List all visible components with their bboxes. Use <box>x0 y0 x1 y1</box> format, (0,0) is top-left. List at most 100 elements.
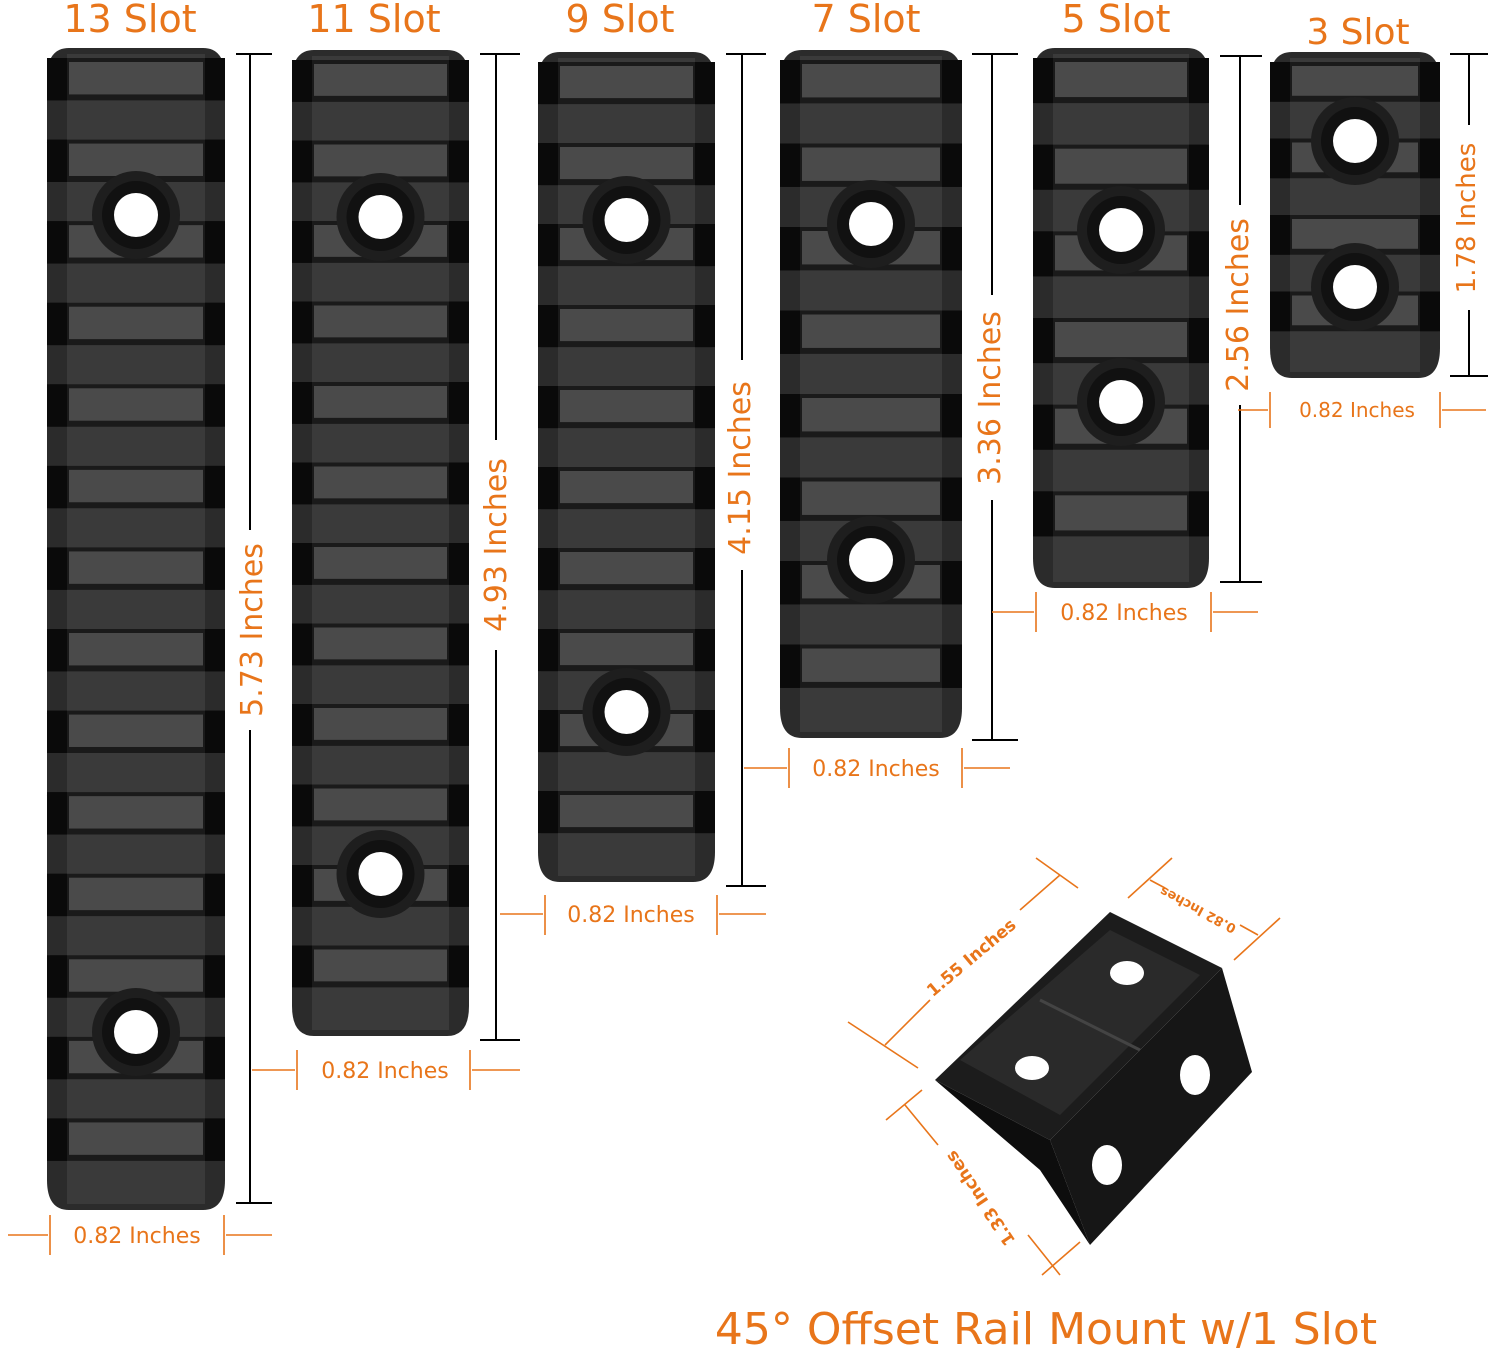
rail-lug-edge <box>292 221 312 263</box>
rail-lug-edge <box>695 305 715 348</box>
rail-lug-edge <box>942 477 962 521</box>
rail-lug-face <box>802 481 940 515</box>
rail-lug-edge <box>695 62 715 105</box>
rail-lug-edge <box>47 547 67 590</box>
rail-lug-edge <box>205 465 225 509</box>
rail-lug-edge <box>205 792 225 835</box>
rail-lug-face <box>560 390 693 423</box>
rail-lug-face <box>314 627 447 660</box>
rail-lug-edge <box>47 873 67 917</box>
rail-lug-edge <box>1189 58 1209 104</box>
rail-lug-edge <box>205 221 225 264</box>
rail-lug-face <box>69 143 203 176</box>
rail-lug-face <box>1055 148 1187 184</box>
rail-lug-face <box>69 1122 203 1155</box>
rail-lug-edge <box>47 384 67 427</box>
rail-lug-edge <box>1033 231 1053 277</box>
mount-hole <box>1099 380 1143 424</box>
rail-lug-face <box>69 551 203 584</box>
rail-title: 11 Slot <box>307 0 440 41</box>
rail-lug-edge <box>292 865 312 907</box>
rail-lug-edge <box>1033 404 1053 450</box>
rail-lug-edge <box>1033 144 1053 190</box>
rail-lug-edge <box>695 386 715 429</box>
rail-lug-edge <box>47 58 67 101</box>
rail-lug-edge <box>1270 215 1290 255</box>
rail-lug-edge <box>942 60 962 104</box>
mount-hole <box>604 690 649 734</box>
rail-lug-edge <box>1420 138 1440 179</box>
rail-lug-face <box>560 633 693 666</box>
rail-lug-edge <box>47 302 67 346</box>
rail-lug-edge <box>780 227 800 271</box>
rail-lug-edge <box>942 310 962 354</box>
rail-lug-edge <box>538 386 558 429</box>
rail-lug-edge <box>47 629 67 672</box>
rail-lug-edge <box>292 945 312 988</box>
rail-body <box>780 50 962 738</box>
rail-length-label: 1.78 Inches <box>1452 143 1482 294</box>
rail-body <box>292 50 469 1036</box>
rail-lug-edge <box>780 60 800 104</box>
rail-lug-edge <box>449 704 469 746</box>
rail-9-slot: 9 Slot 4.15 Inches 0.82 Inches <box>500 0 766 935</box>
rail-lug-edge <box>1189 318 1209 364</box>
rail-lug-edge <box>292 140 312 183</box>
rail-lug-face <box>314 547 447 579</box>
rail-lug-edge <box>292 462 312 505</box>
rail-title: 13 Slot <box>63 0 196 41</box>
rail-width-label: 0.82 Inches <box>73 1224 200 1249</box>
rail-lug-face <box>69 633 203 666</box>
rail-lug-face <box>1055 62 1187 98</box>
rail-lug-edge <box>695 224 715 267</box>
offset-rail-mount: 1.55 Inches 0.82 Inches 1.33 Inches 45° … <box>715 857 1377 1353</box>
rail-lug-face <box>1055 495 1187 531</box>
rail-lug-edge <box>1420 291 1440 332</box>
mount-hole <box>358 852 403 896</box>
rail-lug-edge <box>538 143 558 186</box>
rail-lug-edge <box>538 710 558 753</box>
rail-length-label: 5.73 Inches <box>235 543 270 717</box>
rail-lug-face <box>802 314 940 348</box>
rail-lug-face <box>69 469 203 503</box>
rail-lug-edge <box>47 1118 67 1161</box>
rail-lug-edge <box>538 467 558 510</box>
rail-lug-edge <box>47 1036 67 1080</box>
mount-hole <box>1333 119 1377 163</box>
rail-lug-edge <box>942 227 962 271</box>
rail-lug-edge <box>449 140 469 183</box>
rail-lug-edge <box>205 139 225 182</box>
rail-lug-edge <box>695 548 715 591</box>
rail-lug-edge <box>1189 491 1209 537</box>
rail-lug-edge <box>1270 138 1290 179</box>
rail-title: 7 Slot <box>811 0 920 41</box>
rail-5-slot: 5 Slot 2.56 Inches 0.82 Inches <box>992 0 1262 632</box>
rail-lug-edge <box>205 1118 225 1161</box>
rail-lug-edge <box>538 629 558 672</box>
rail-width-label: 0.82 Inches <box>321 1059 448 1084</box>
rail-body <box>538 52 715 882</box>
mount-hole <box>358 195 403 239</box>
offset-mount-title: 45° Offset Rail Mount w/1 Slot <box>715 1304 1377 1353</box>
rail-lug-face <box>314 305 447 338</box>
rail-lug-edge <box>780 561 800 605</box>
rail-lug-edge <box>449 301 469 344</box>
rail-width-label: 0.82 Inches <box>1060 601 1187 626</box>
rail-lug-edge <box>942 143 962 187</box>
rail-lug-edge <box>780 143 800 187</box>
rail-lug-edge <box>292 60 312 102</box>
rail-lug-edge <box>205 1036 225 1080</box>
offset-mount-top-length-label: 1.55 Inches <box>923 915 1020 1001</box>
rail-lug-edge <box>1189 231 1209 277</box>
rail-length-label: 4.93 Inches <box>479 458 514 632</box>
rail-lug-face <box>69 306 203 340</box>
mount-hole <box>114 1010 158 1054</box>
rail-lug-face <box>314 788 447 821</box>
rail-lug-edge <box>292 543 312 585</box>
rail-7-slot: 7 Slot 3.36 Inches 0.82 Inches <box>744 0 1018 788</box>
rail-body <box>47 48 225 1210</box>
rail-lug-edge <box>449 865 469 907</box>
mount-hole <box>849 202 893 246</box>
rail-lug-edge <box>780 310 800 354</box>
